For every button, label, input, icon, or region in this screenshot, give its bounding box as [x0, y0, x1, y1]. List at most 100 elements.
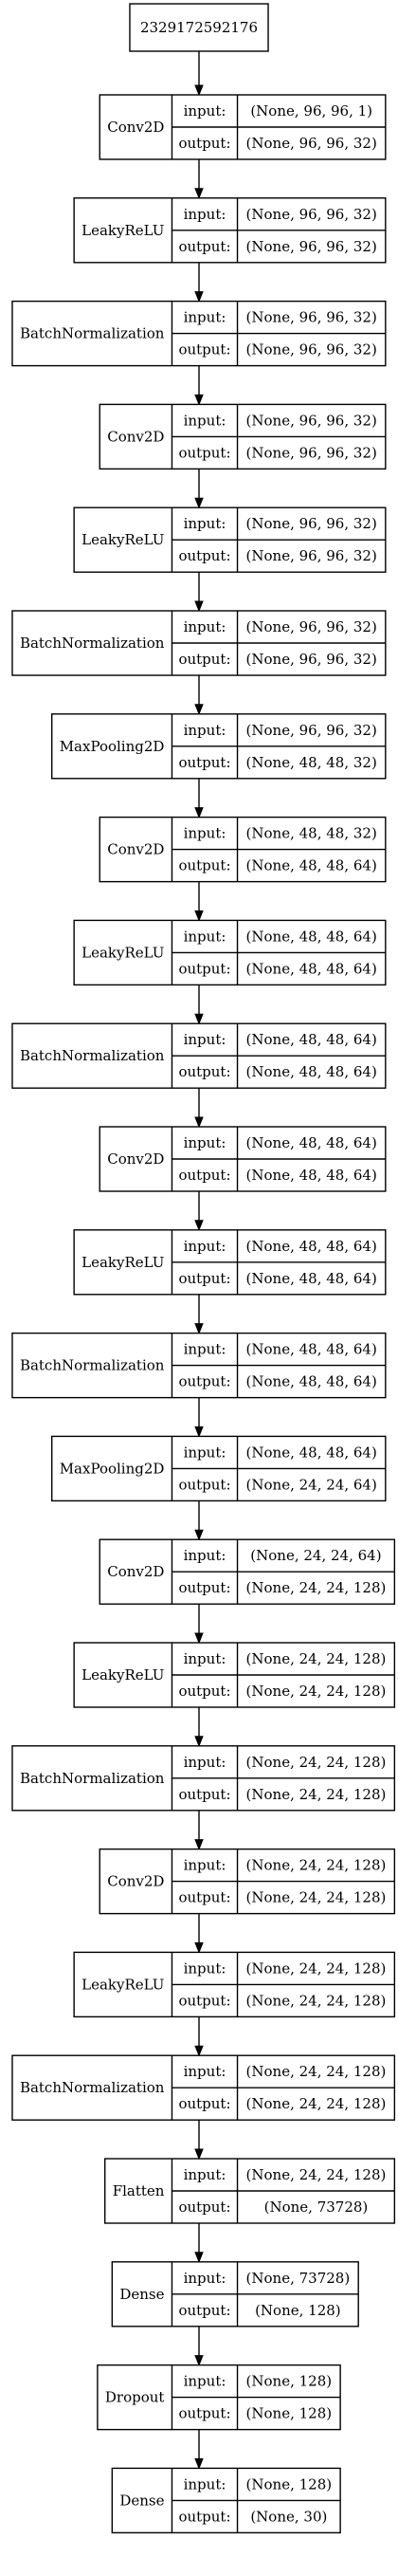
input-port-label: input:	[184, 2270, 226, 2287]
root-node-label: 2329172592176	[140, 19, 258, 36]
edge-arrow	[194, 2120, 204, 2161]
input-port-label: input:	[184, 722, 226, 739]
layer-type-label: BatchNormalization	[20, 635, 165, 652]
output-port-label: output:	[178, 2302, 230, 2319]
edge-arrow	[194, 984, 204, 1025]
output-port-label: output:	[178, 960, 230, 977]
output-port-label: output:	[178, 1579, 230, 1596]
output-port-label: output:	[178, 1167, 230, 1184]
arrowhead	[194, 1013, 204, 1025]
layer-type-label: LeakyReLU	[81, 1254, 164, 1271]
output-shape-value: (None, 128)	[255, 2302, 341, 2319]
output-shape-value: (None, 96, 96, 32)	[246, 444, 377, 461]
output-shape-value: (None, 96, 96, 32)	[246, 341, 377, 359]
layer-type-label: Flatten	[113, 2182, 165, 2199]
layer-type-label: Conv2D	[107, 428, 164, 445]
edge-arrow	[194, 2223, 204, 2264]
input-port-label: input:	[184, 102, 226, 120]
edge-arrow	[194, 2326, 204, 2366]
output-shape-value: (None, 24, 24, 64)	[246, 1476, 377, 1493]
layer-type-label: MaxPooling2D	[60, 1460, 165, 1477]
layer-type-label: LeakyReLU	[81, 222, 164, 239]
output-port-label: output:	[178, 1786, 230, 1803]
input-port-label: input:	[184, 618, 226, 635]
edge-arrow	[194, 1191, 204, 1232]
input-port-label: input:	[184, 2373, 226, 2390]
arrowhead	[194, 1839, 204, 1850]
arrowhead	[194, 2252, 204, 2264]
arrowhead	[194, 2457, 204, 2470]
input-shape-value: (None, 48, 48, 64)	[246, 1444, 377, 1461]
layer-type-label: BatchNormalization	[20, 1047, 165, 1064]
input-port-label: input:	[184, 412, 226, 429]
input-shape-value: (None, 24, 24, 128)	[246, 1754, 387, 1771]
arrowhead	[194, 807, 204, 819]
input-port-label: input:	[184, 1754, 226, 1771]
arrowhead	[194, 188, 204, 200]
layer-type-label: Conv2D	[107, 1563, 164, 1580]
input-port-label: input:	[184, 825, 226, 842]
arrowhead	[194, 1426, 204, 1438]
edge-arrow	[194, 1810, 204, 1850]
output-shape-value: (None, 24, 24, 128)	[246, 1992, 387, 2009]
input-shape-value: (None, 24, 24, 128)	[246, 1960, 387, 1977]
arrowhead	[194, 704, 204, 716]
input-port-label: input:	[184, 1238, 226, 1255]
edge-arrow	[194, 881, 204, 922]
output-shape-value: (None, 96, 96, 32)	[246, 238, 377, 255]
root-node-box	[129, 3, 269, 52]
layer-type-label: BatchNormalization	[20, 2079, 165, 2096]
input-port-label: input:	[184, 1341, 226, 1358]
output-shape-value: (None, 48, 48, 32)	[246, 754, 377, 771]
output-port-label: output:	[178, 547, 230, 564]
edge-arrow	[194, 1294, 204, 1334]
input-port-label: input:	[184, 2166, 226, 2183]
layer-type-label: Dense	[119, 2286, 164, 2303]
input-shape-value: (None, 96, 96, 1)	[250, 102, 372, 120]
input-shape-value: (None, 24, 24, 128)	[246, 1650, 387, 1667]
output-port-label: output:	[178, 135, 230, 152]
layer-type-label: MaxPooling2D	[60, 738, 165, 755]
output-port-label: output:	[178, 754, 230, 771]
output-port-label: output:	[178, 1889, 230, 1906]
output-shape-value: (None, 48, 48, 64)	[246, 1373, 377, 1390]
output-shape-value: (None, 24, 24, 128)	[246, 1786, 387, 1803]
edge-arrow	[194, 159, 204, 200]
arrowhead	[194, 497, 204, 509]
input-shape-value: (None, 48, 48, 32)	[246, 825, 377, 842]
edge-arrow	[194, 365, 204, 406]
layer-type-label: LeakyReLU	[81, 1666, 164, 1684]
arrowhead	[194, 600, 204, 613]
input-port-label: input:	[184, 1650, 226, 1667]
arrowhead	[194, 1116, 204, 1129]
input-port-label: input:	[184, 515, 226, 532]
output-shape-value: (None, 96, 96, 32)	[246, 547, 377, 564]
input-shape-value: (None, 96, 96, 32)	[246, 515, 377, 532]
input-shape-value: (None, 128)	[246, 2373, 333, 2390]
layer-type-label: Dropout	[105, 2389, 165, 2406]
edge-arrow	[194, 469, 204, 509]
edge-arrow	[194, 1913, 204, 1954]
input-shape-value: (None, 48, 48, 64)	[246, 1031, 377, 1048]
output-port-label: output:	[178, 2405, 230, 2422]
input-shape-value: (None, 48, 48, 64)	[246, 928, 377, 945]
input-shape-value: (None, 96, 96, 32)	[246, 618, 377, 635]
arrowhead	[194, 2355, 204, 2366]
output-shape-value: (None, 48, 48, 64)	[246, 1167, 377, 1184]
output-shape-value: (None, 96, 96, 32)	[246, 651, 377, 668]
output-port-label: output:	[178, 1476, 230, 1493]
output-shape-value: (None, 24, 24, 128)	[246, 2095, 387, 2112]
